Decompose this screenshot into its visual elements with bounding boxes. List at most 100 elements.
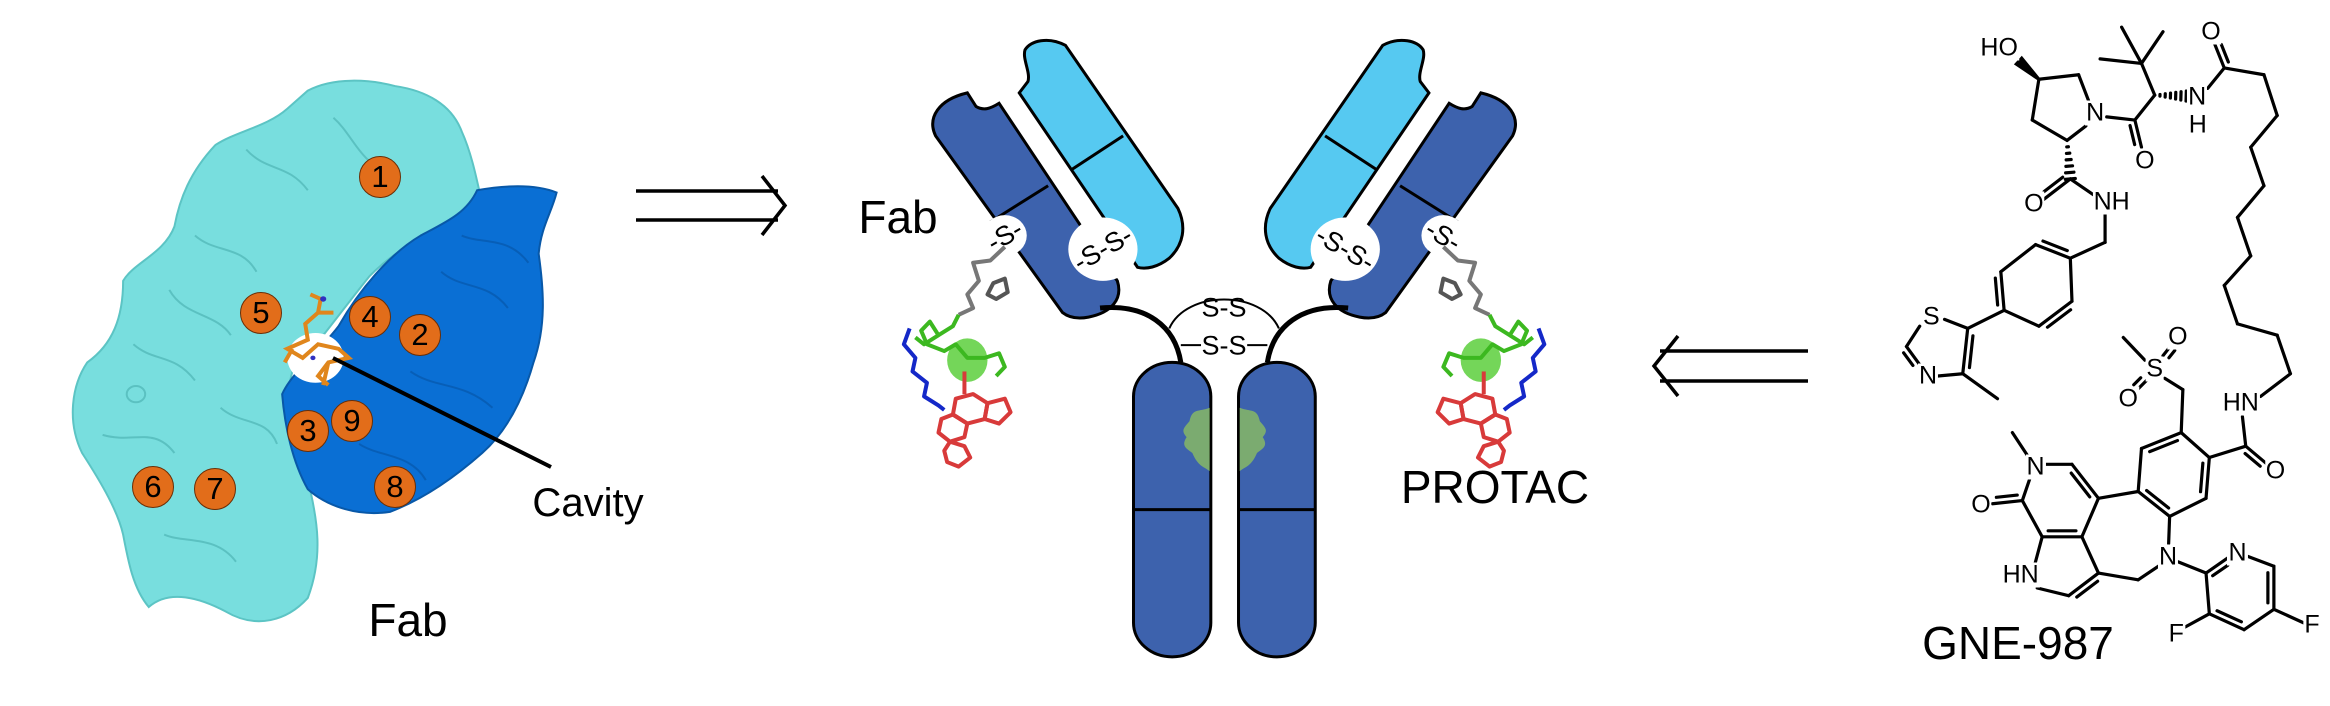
double-bond xyxy=(2132,376,2143,387)
bond xyxy=(2096,571,2140,582)
bond xyxy=(2163,376,2185,392)
bond xyxy=(1961,326,1970,376)
double-bond xyxy=(2145,488,2171,510)
bond xyxy=(2249,113,2279,149)
heavy-surface-texture xyxy=(359,236,528,481)
glycan-right-icon xyxy=(1239,407,1266,472)
atom-label-hydroxyl: HO xyxy=(1979,33,2019,62)
double-bond xyxy=(2148,438,2180,454)
fab-structure-label: Fab xyxy=(368,594,448,646)
site-marker: 4 xyxy=(349,296,391,338)
atom-label-pyrrole-hn: HN xyxy=(2001,560,2040,589)
bond xyxy=(2212,41,2226,70)
atom-label-carbonyl-o3: O xyxy=(2023,189,2045,218)
double-bond xyxy=(2243,451,2262,468)
atom-label-amide-h-top: H xyxy=(2187,110,2208,139)
double-bond xyxy=(1967,334,1975,370)
light-chain xyxy=(1019,40,1183,268)
atom-label-amide-n-top: N xyxy=(2187,82,2208,111)
bond xyxy=(1904,324,1922,349)
protac-conjugate-left xyxy=(904,247,1011,467)
bond xyxy=(2068,256,2074,303)
atom-label-pyridone-n: N xyxy=(2025,452,2046,481)
bond xyxy=(2207,612,2246,632)
bond xyxy=(2120,25,2144,66)
bond xyxy=(2136,563,2162,582)
bond xyxy=(2204,556,2230,575)
site-marker: 7 xyxy=(194,468,236,510)
protac-label: PROTAC xyxy=(1400,461,1590,513)
atom-label-pyridine-n: N xyxy=(2227,538,2248,567)
fab-arm-left xyxy=(933,40,1183,362)
bond xyxy=(2204,455,2211,500)
bond xyxy=(1990,498,2024,506)
bond xyxy=(2098,57,2144,66)
atom-label-thiazole-s: S xyxy=(1921,302,1941,331)
bond xyxy=(2077,73,2091,103)
bond xyxy=(2080,535,2101,575)
gne-987-structure xyxy=(1902,25,2306,632)
site-marker: 8 xyxy=(374,466,416,508)
hinge-disulfide-arc xyxy=(1169,300,1279,329)
atom-label-amide-hn: HN xyxy=(2221,388,2260,417)
bond xyxy=(2096,489,2140,500)
double-bond xyxy=(1902,351,1915,368)
atom-label-fluoro-1: F xyxy=(2167,619,2185,648)
site-marker: 1 xyxy=(359,156,401,198)
double-bond xyxy=(2198,461,2205,494)
bond xyxy=(2033,243,2072,260)
fab-arm-right xyxy=(1263,38,1517,364)
bond xyxy=(2245,554,2276,568)
bond xyxy=(2035,586,2071,598)
site-marker: 6 xyxy=(132,466,174,508)
bond xyxy=(2042,177,2072,201)
bond xyxy=(2222,283,2240,326)
bond xyxy=(2222,254,2253,287)
bond xyxy=(1936,372,1965,378)
bond xyxy=(2204,571,2211,616)
antibody-diagram xyxy=(904,38,1546,656)
bond xyxy=(2249,145,2266,188)
double-bond xyxy=(2215,609,2243,624)
cavity-label: Cavity xyxy=(532,481,644,525)
bond xyxy=(2133,118,2144,149)
left-arrow-icon xyxy=(1651,334,1808,398)
bond xyxy=(1961,372,2000,401)
double-bond xyxy=(2128,123,2137,147)
bond xyxy=(1999,243,2038,274)
hashed-bond xyxy=(2064,164,2075,168)
double-bond xyxy=(2045,308,2073,329)
bond xyxy=(2080,496,2101,539)
bond xyxy=(2235,322,2279,337)
glycan-left-icon xyxy=(1183,407,1210,472)
bond xyxy=(2275,333,2293,376)
double-bond xyxy=(2211,563,2230,578)
bond xyxy=(2259,372,2293,398)
double-bond xyxy=(2219,42,2230,64)
bond xyxy=(2121,335,2147,362)
bond xyxy=(2139,61,2157,97)
atom-label-fluoro-2: F xyxy=(2303,610,2321,639)
surface-texture xyxy=(103,118,390,562)
bond xyxy=(2168,496,2208,519)
bond xyxy=(2179,431,2211,460)
hinge-disulfide-upper: S-S xyxy=(1201,292,1247,323)
hinge-disulfide-lower: S-S xyxy=(1201,330,1247,361)
ligand-sticks xyxy=(285,294,349,385)
site-marker: 5 xyxy=(240,292,282,334)
atom-label-azepine-n: N xyxy=(2157,542,2178,571)
bond xyxy=(2105,115,2137,122)
double-bond xyxy=(2167,348,2177,360)
site-marker: 9 xyxy=(331,400,373,442)
bond xyxy=(2010,431,2029,457)
double-bond xyxy=(2069,471,2092,499)
atom-label-carbonyl-o1: O xyxy=(2200,17,2222,46)
bond xyxy=(2182,612,2211,630)
wedge-bond xyxy=(2013,55,2041,81)
bond xyxy=(2167,514,2172,546)
right-arrow-icon xyxy=(636,174,788,237)
bond xyxy=(2020,498,2044,539)
bond xyxy=(2030,118,2069,143)
bond xyxy=(1904,344,1922,367)
